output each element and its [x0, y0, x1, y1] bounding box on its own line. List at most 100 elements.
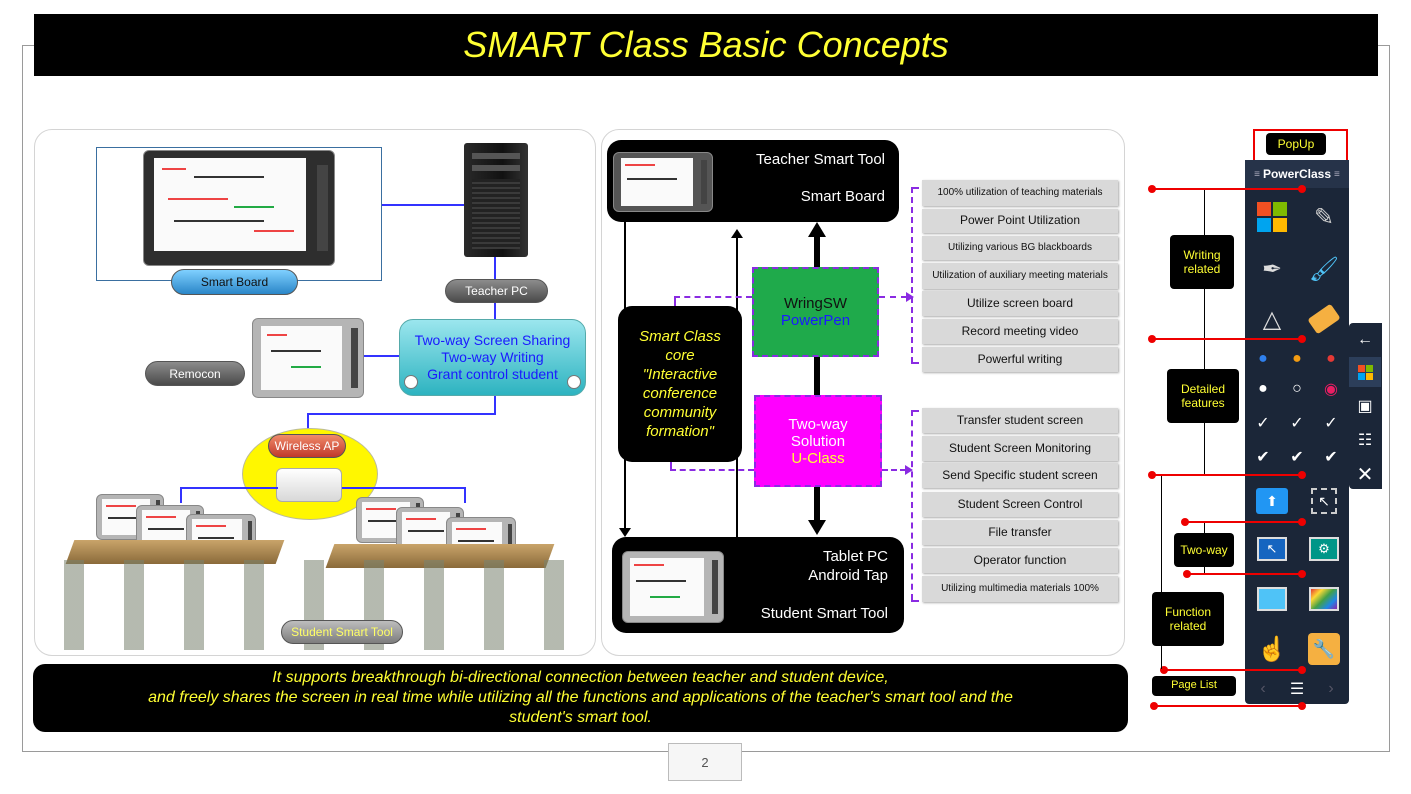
center-down-line — [814, 486, 820, 522]
share-line-3: Grant control student — [427, 366, 558, 382]
annotation-dot — [1298, 702, 1306, 710]
student-box-line3: Student Smart Tool — [760, 605, 888, 622]
right-up-line — [736, 238, 738, 537]
ap-right-line — [342, 487, 466, 489]
ap-left-drop — [180, 487, 182, 503]
red-ink-icon[interactable]: ● — [1326, 350, 1336, 367]
dash-core-to-wringsw — [674, 296, 752, 298]
annotation-dot — [1298, 570, 1306, 578]
feature-item: Transfer student screen — [922, 408, 1118, 433]
student-smart-tool-box: Tablet PC Android Tap Student Smart Tool — [612, 537, 904, 633]
core-line: core — [665, 347, 695, 364]
dash-bottom-bracket — [911, 410, 913, 600]
popup-bracket-top — [1253, 129, 1348, 131]
left-down-line — [624, 222, 626, 530]
white-ink-icon[interactable]: ● — [1258, 380, 1268, 397]
feature-item: Student Screen Control — [922, 492, 1118, 517]
annotation-line-function — [1164, 669, 1302, 671]
outline-ink-icon[interactable]: ○ — [1292, 380, 1302, 397]
teacher-box-line2: Smart Board — [800, 188, 885, 205]
close-icon[interactable]: ✕ — [1356, 463, 1374, 486]
mouse-hand-icon[interactable]: ☝ — [1257, 635, 1287, 663]
screen-sharing-box: Two-way Screen Sharing Two-way Writing G… — [399, 319, 586, 396]
feature-item: Power Point Utilization — [922, 209, 1118, 233]
core-line: formation" — [646, 423, 714, 440]
center-up-arrowhead — [808, 222, 826, 237]
label-to-share-line — [494, 303, 496, 319]
share-line-1: Two-way Screen Sharing — [414, 332, 571, 348]
dash-top-bracket — [911, 187, 913, 363]
teacher-box-line1: Teacher Smart Tool — [756, 151, 885, 168]
toolbar-header[interactable]: ≡ PowerClass ≡ — [1245, 160, 1349, 188]
back-arrow-icon[interactable]: ← — [1357, 331, 1373, 348]
presenter-icon[interactable]: ☷ — [1357, 432, 1373, 449]
stroke-xthick-icon[interactable]: ✔ — [1256, 449, 1270, 466]
student-box-line2: Android Tap — [808, 567, 888, 584]
teacher-board-thumb — [613, 152, 713, 212]
select-area-icon[interactable]: ↖ — [1299, 476, 1349, 526]
range-line-function — [1161, 476, 1162, 669]
stroke-bold-icon[interactable]: ✔ — [1290, 449, 1304, 466]
page-list-icon[interactable]: ☰ — [1289, 681, 1305, 698]
marker-icon[interactable]: ✒ — [1261, 255, 1283, 283]
board-small-icon[interactable]: ▣ — [1357, 398, 1373, 415]
brush-icon[interactable]: 🖌 — [1308, 255, 1340, 283]
stroke-heavy-icon[interactable]: ✔ — [1324, 449, 1338, 466]
tools-icon[interactable]: 🔧 — [1299, 624, 1349, 674]
remocon-to-share-line — [364, 355, 400, 357]
stroke-medium-icon[interactable]: ✓ — [1290, 415, 1304, 432]
orange-ink-icon[interactable]: ● — [1292, 350, 1302, 367]
powerclass-toolbar: ≡ PowerClass ≡ ✎ ✒ 🖌 △ ● ● ● ● ○ ◉ ✓ ✓ ✓… — [1245, 160, 1349, 704]
function-related-label: Function related — [1152, 592, 1224, 646]
color-monitor-icon[interactable] — [1299, 574, 1349, 624]
stroke-thin-icon[interactable]: ✓ — [1256, 415, 1270, 432]
feature-item: Utilizing various BG blackboards — [922, 236, 1118, 260]
page-list-label: Page List — [1152, 676, 1236, 696]
share-line-2: Two-way Writing — [441, 349, 544, 365]
screen-pointer-icon[interactable]: ↖ — [1247, 524, 1297, 574]
popup-bracket-right — [1346, 129, 1348, 161]
summary-line-2: and freely shares the screen in real tim… — [148, 689, 1013, 706]
menu-icon: ≡ — [1334, 168, 1340, 180]
center-up-line — [814, 236, 820, 268]
slide-title: SMART Class Basic Concepts — [463, 24, 949, 65]
writing-features-list: 100% utilization of teaching materials P… — [922, 180, 1118, 372]
center-mid-line — [814, 356, 820, 396]
windows-small-icon[interactable] — [1349, 357, 1381, 387]
stroke-thick-icon[interactable]: ✓ — [1324, 415, 1338, 432]
two-way-label: Two-way — [1174, 533, 1234, 567]
writing-related-label: Writing related — [1170, 235, 1234, 289]
summary-line-3: student's smart tool. — [509, 709, 652, 726]
pen-icon[interactable]: ✎ — [1313, 203, 1335, 231]
feature-item: Powerful writing — [922, 347, 1118, 372]
remocon-tablet-image — [252, 318, 364, 398]
popup-bracket-left — [1253, 129, 1255, 161]
toolbar-side-panel: ← ▣ ☷ ✕ — [1349, 323, 1382, 489]
next-page-icon[interactable]: › — [1328, 680, 1334, 697]
dash-wringsw-to-features — [879, 296, 907, 298]
screen-settings-icon[interactable]: ⚙ — [1299, 524, 1349, 574]
share-to-ap-h-line — [307, 413, 496, 415]
blue-ink-icon[interactable]: ● — [1258, 350, 1268, 367]
page-number: 2 — [668, 743, 742, 781]
windows-icon[interactable] — [1247, 192, 1297, 242]
teacher-pc-icon — [464, 143, 528, 257]
prev-page-icon[interactable]: ‹ — [1260, 680, 1266, 697]
dash-core-up — [674, 296, 676, 306]
board-to-pc-line — [382, 204, 464, 206]
student-tablet-thumb — [622, 551, 724, 623]
annotation-line-twoway-top — [1185, 521, 1301, 523]
two-way-features-list: Transfer student screen Student Screen M… — [922, 408, 1118, 602]
shape-icon[interactable]: △ — [1262, 305, 1282, 333]
monitor-share-icon[interactable] — [1247, 574, 1297, 624]
eraser-icon[interactable] — [1299, 294, 1349, 344]
ap-left-line — [180, 487, 278, 489]
remocon-label: Remocon — [145, 361, 245, 386]
annotation-dot — [1298, 666, 1306, 674]
toolbar-title: PowerClass — [1262, 167, 1332, 181]
palette-icon[interactable]: ◉ — [1324, 381, 1338, 398]
two-way-solution-box: Two-way Solution U-Class — [754, 395, 882, 487]
annotation-line-detail — [1152, 474, 1302, 476]
upload-folder-icon[interactable]: ⬆ — [1247, 476, 1297, 526]
wringsw-line2: PowerPen — [780, 312, 851, 329]
